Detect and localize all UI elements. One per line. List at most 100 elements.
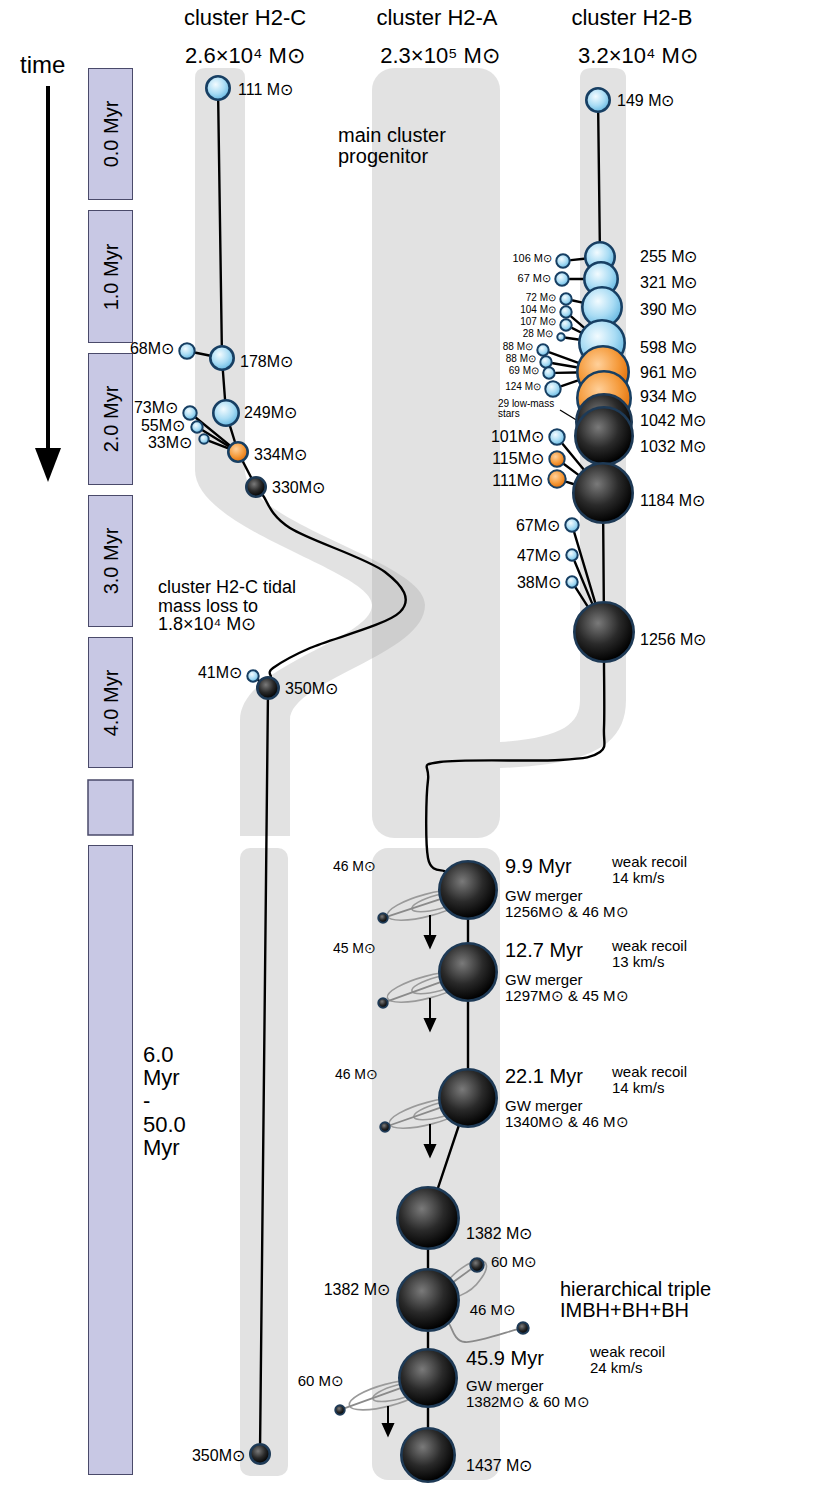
circle-shape bbox=[554, 271, 570, 287]
circle-shape bbox=[379, 1121, 391, 1133]
star-circle: 104 M⊙ bbox=[559, 305, 573, 319]
mass-label: 1032 M⊙ bbox=[640, 439, 706, 456]
star-circle: 115M⊙ bbox=[548, 450, 566, 468]
evolution-line bbox=[573, 301, 582, 303]
mass-label: 255 M⊙ bbox=[640, 249, 697, 266]
circle-shape bbox=[205, 75, 231, 101]
evolution-line bbox=[427, 1250, 429, 1268]
recoil-arrow bbox=[429, 998, 431, 1021]
circle-shape bbox=[548, 450, 566, 468]
circle-shape bbox=[396, 1186, 460, 1250]
evolution-line bbox=[576, 588, 588, 606]
circle-shape bbox=[256, 676, 280, 700]
star-circle: 249M⊙ bbox=[212, 399, 240, 427]
circle-outline bbox=[380, 1122, 389, 1131]
circle-outline bbox=[246, 477, 265, 496]
circle-outline bbox=[397, 1269, 458, 1330]
circle-shape bbox=[559, 318, 573, 332]
mass-label: 334M⊙ bbox=[254, 447, 307, 464]
circle-outline bbox=[560, 319, 571, 330]
merger-time: 22.1 Myr bbox=[505, 1066, 583, 1087]
black-hole-circle: 45 M⊙ bbox=[377, 997, 389, 1009]
circle-shape bbox=[556, 332, 566, 342]
orbit-connector bbox=[454, 1270, 471, 1282]
time-bar: 3.0 Myr bbox=[88, 495, 133, 627]
orbit-connector bbox=[449, 1324, 516, 1342]
circle-shape bbox=[178, 342, 196, 360]
recoil-arrow bbox=[429, 915, 431, 938]
evolution-line bbox=[438, 1127, 458, 1188]
circle-outline bbox=[560, 306, 571, 317]
cluster-mass: 2.3×10⁵ M⊙ bbox=[380, 44, 499, 67]
star-circle: 55M⊙ bbox=[190, 420, 204, 434]
mass-label: 60 M⊙ bbox=[491, 1254, 537, 1270]
evolution-line bbox=[556, 371, 576, 374]
circle-shape bbox=[555, 253, 571, 269]
mass-label: 60 M⊙ bbox=[298, 1373, 344, 1389]
circle-outline bbox=[247, 670, 258, 681]
mass-label: 330M⊙ bbox=[272, 480, 325, 497]
mass-label: 124 M⊙ bbox=[505, 382, 541, 393]
cluster-name: cluster H2-C bbox=[184, 6, 306, 29]
star-circle: 67 M⊙ bbox=[554, 271, 570, 287]
circle-outline bbox=[557, 333, 564, 340]
mass-label: 101M⊙ bbox=[491, 429, 544, 446]
mass-label: 68M⊙ bbox=[130, 341, 174, 358]
black-hole-circle: 46 M⊙ bbox=[516, 1321, 530, 1335]
recoil-arrowhead bbox=[425, 1019, 435, 1030]
note-label: cluster H2-C tidal mass loss to 1.8×10⁴ … bbox=[158, 578, 300, 635]
circle-outline bbox=[586, 88, 609, 111]
recoil-note: weak recoil 14 km/s bbox=[612, 1064, 691, 1096]
orbit-connector bbox=[389, 982, 440, 1001]
mass-label: 1256 M⊙ bbox=[640, 632, 706, 649]
axis-label: time bbox=[20, 52, 65, 77]
time-label: 3.0 Myr bbox=[100, 528, 121, 595]
star-circle: 88 M⊙ bbox=[536, 343, 550, 357]
circle-outline bbox=[560, 293, 571, 304]
evolution-line bbox=[567, 482, 574, 484]
evolution-line bbox=[550, 352, 578, 362]
circle-outline bbox=[210, 346, 233, 369]
black-hole-circle: 9.9 MyrGW merger 1256M⊙ & 46 M⊙weak reco… bbox=[438, 860, 498, 920]
black-hole-circle: 1256 M⊙ bbox=[573, 601, 635, 663]
cluster-bands bbox=[195, 68, 626, 1480]
evolution-line bbox=[570, 278, 583, 280]
evolution-line bbox=[562, 381, 578, 386]
star-circle: 68M⊙ bbox=[178, 342, 196, 360]
mass-label: 107 M⊙ bbox=[520, 317, 556, 328]
circle-outline bbox=[556, 254, 569, 267]
mass-label: 88 M⊙ bbox=[506, 354, 536, 365]
circle-shape bbox=[548, 428, 566, 446]
star-circle: 28 M⊙ bbox=[556, 332, 566, 342]
orbit-connector bbox=[346, 1388, 400, 1408]
merger-note: GW merger 1382M⊙ & 60 M⊙ bbox=[466, 1378, 593, 1410]
star-circle: 67M⊙ bbox=[564, 517, 580, 533]
mass-label: 350M⊙ bbox=[192, 1448, 245, 1465]
mass-label: 111M⊙ bbox=[492, 473, 543, 490]
circle-shape bbox=[212, 399, 240, 427]
circle-shape bbox=[438, 860, 498, 920]
circle-shape bbox=[559, 292, 573, 306]
circle-shape bbox=[400, 1427, 456, 1483]
mass-label: 598 M⊙ bbox=[640, 340, 697, 357]
star-circle: 33M⊙ bbox=[198, 433, 210, 445]
circle-outline bbox=[439, 861, 496, 918]
black-hole-circle: 1184 M⊙ bbox=[572, 462, 634, 524]
evolution-line bbox=[218, 101, 222, 345]
time-arrow bbox=[46, 86, 50, 452]
mass-label: 1382 M⊙ bbox=[324, 1282, 390, 1299]
evolution-line bbox=[571, 317, 584, 328]
circle-outline bbox=[397, 1187, 458, 1248]
merger-time: 12.7 Myr bbox=[505, 940, 583, 961]
triple-note: hierarchical triple IMBH+BH+BH bbox=[560, 1279, 715, 1321]
star-circle: 69 M⊙ bbox=[542, 366, 556, 380]
black-hole-circle: 350M⊙ bbox=[249, 1443, 271, 1465]
mass-label: 111 M⊙ bbox=[238, 82, 293, 99]
mass-label: 106 M⊙ bbox=[512, 253, 552, 265]
circle-outline bbox=[213, 400, 238, 425]
star-circle: 47M⊙ bbox=[565, 548, 579, 562]
mass-label: 1382 M⊙ bbox=[466, 1226, 532, 1243]
circle-outline bbox=[378, 913, 387, 922]
orbit-connector bbox=[389, 899, 440, 916]
time-bar: 1.0 Myr bbox=[88, 210, 133, 343]
